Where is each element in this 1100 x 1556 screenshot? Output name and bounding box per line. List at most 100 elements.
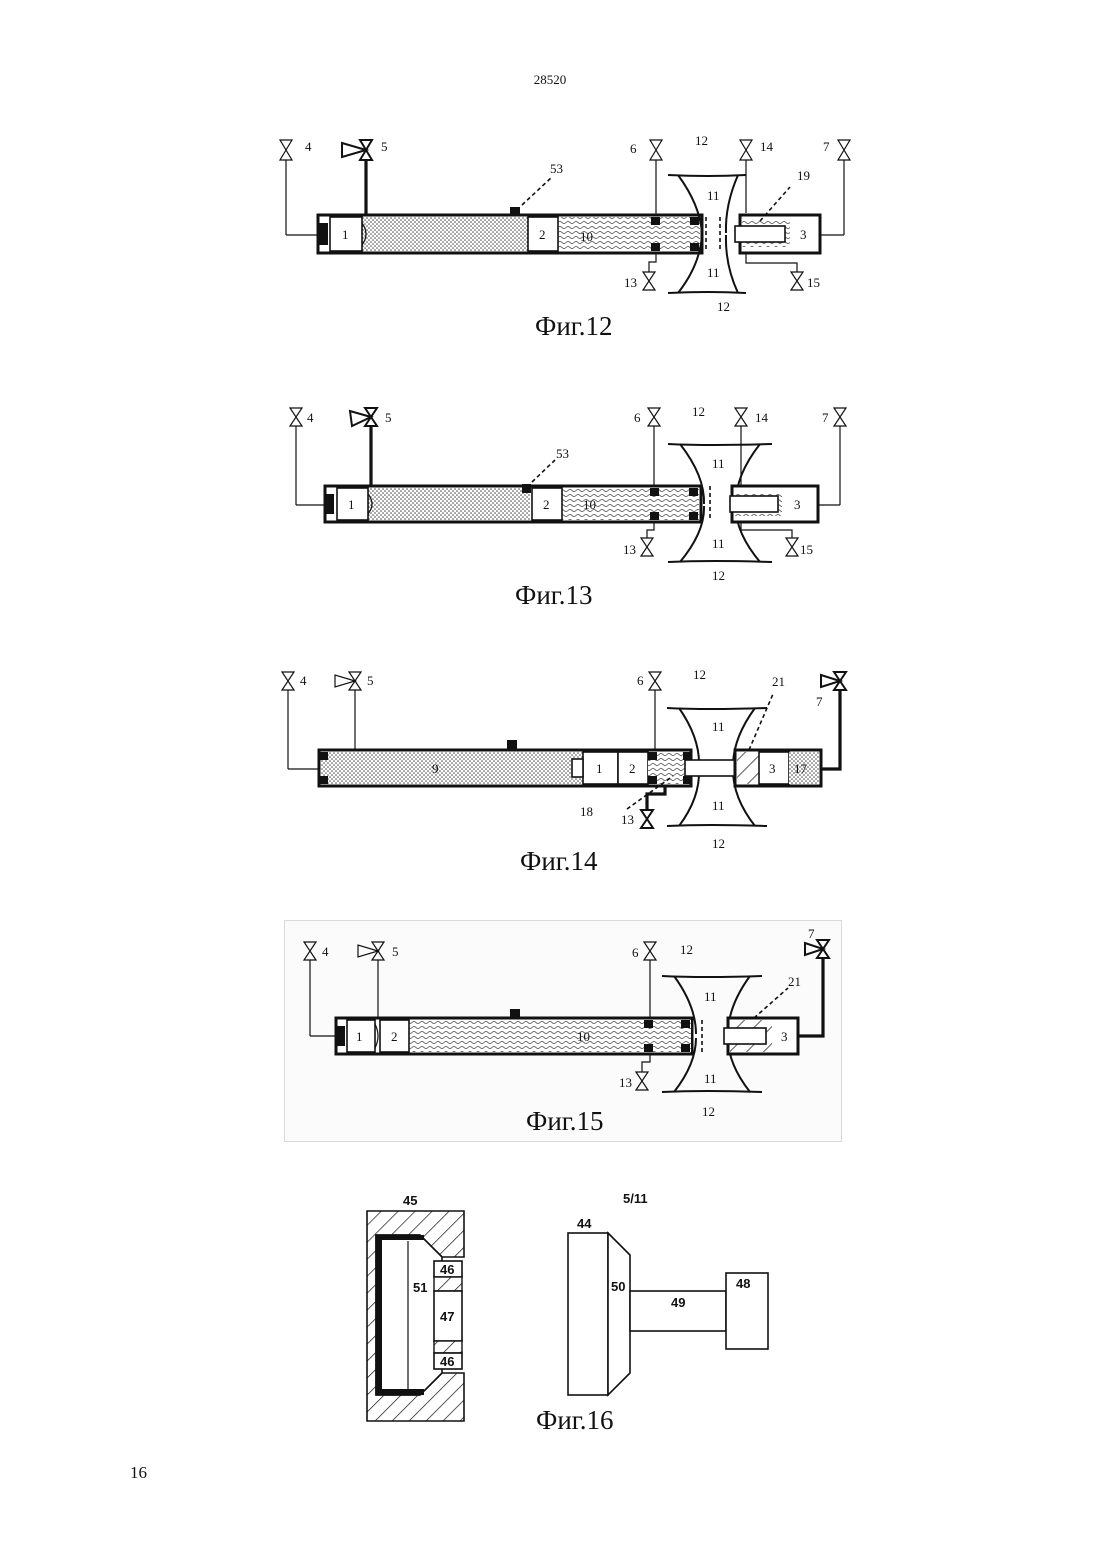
- seal-block: [689, 488, 698, 496]
- label-11-top: 11: [712, 456, 725, 471]
- valve-7-icon: [820, 140, 850, 235]
- valve-13-icon: [641, 786, 665, 828]
- caption-fig13: Фиг.13: [515, 580, 593, 610]
- label-12-bottom: 12: [702, 1104, 715, 1119]
- seal-block: [644, 1044, 653, 1052]
- leader-53: [522, 177, 552, 205]
- label-11-top: 11: [712, 719, 725, 734]
- label-valve-13: 13: [624, 275, 637, 290]
- seal-block: [319, 776, 328, 784]
- sensor-53: [510, 1009, 520, 1018]
- valve-5-icon: [342, 140, 372, 215]
- valve-5-icon: [335, 672, 361, 750]
- punch: [730, 496, 778, 512]
- label-valve-6: 6: [630, 141, 637, 156]
- label-45: 45: [403, 1193, 417, 1208]
- label-50: 50: [611, 1279, 625, 1294]
- valve-13-icon: [643, 253, 656, 290]
- seal-block: [650, 512, 659, 520]
- label-12-top: 12: [680, 942, 693, 957]
- label-valve-15: 15: [807, 275, 820, 290]
- label-9: 9: [432, 761, 439, 776]
- seal-block: [690, 217, 699, 225]
- label-46-bottom: 46: [440, 1354, 454, 1369]
- label-valve-13: 13: [619, 1075, 632, 1090]
- figure-13: 4 5 1 53 2 10 6 13 12 11 11 12 3: [280, 398, 870, 620]
- label-10: 10: [583, 497, 596, 512]
- label-12-bottom: 12: [717, 299, 730, 314]
- valve-5-icon: [350, 408, 377, 486]
- seal-block: [648, 752, 657, 760]
- seal-block: [650, 488, 659, 496]
- caption-fig16: Фиг.16: [536, 1405, 614, 1435]
- label-piston-2: 2: [391, 1029, 398, 1044]
- valve-6-icon: [649, 672, 661, 750]
- label-piston-2: 2: [543, 497, 550, 512]
- ring-21: [737, 752, 761, 784]
- label-valve-14: 14: [760, 139, 774, 154]
- gas-9-region: [321, 752, 583, 784]
- gas-fill-region: [362, 217, 528, 251]
- label-valve-4: 4: [300, 673, 307, 688]
- label-3: 3: [800, 227, 807, 242]
- page-number: 28520: [0, 72, 1100, 88]
- label-44: 44: [577, 1216, 592, 1231]
- label-valve-6: 6: [632, 945, 639, 960]
- gas-fill-region: [368, 488, 530, 520]
- caption-fig12: Фиг.12: [535, 311, 613, 341]
- end-plug: [325, 494, 334, 514]
- seal-block: [648, 776, 657, 784]
- seal-block: [651, 243, 660, 251]
- caption-fig15: Фиг.15: [526, 1106, 604, 1136]
- label-11-bottom: 11: [707, 265, 720, 280]
- seal-block: [651, 217, 660, 225]
- label-10: 10: [577, 1029, 590, 1044]
- valve-7-icon: [821, 672, 846, 769]
- label-49: 49: [671, 1295, 685, 1310]
- label-18: 18: [580, 804, 593, 819]
- label-17: 17: [794, 761, 808, 776]
- label-47: 47: [440, 1309, 454, 1324]
- label-piston-1: 1: [596, 761, 603, 776]
- label-11-bottom: 11: [704, 1071, 717, 1086]
- piston-1-cap: [572, 759, 583, 777]
- label-12-bottom: 12: [712, 568, 725, 583]
- label-piston-1: 1: [356, 1029, 363, 1044]
- valve-4-icon: [280, 140, 318, 235]
- label-11-top: 11: [707, 188, 720, 203]
- label-21: 21: [772, 674, 785, 689]
- label-12-top: 12: [695, 133, 708, 148]
- figure-16: 45 46 47 46 51 5/11 44 50 49 48 Фиг.16: [358, 1183, 778, 1445]
- label-53: 53: [550, 161, 563, 176]
- label-valve-15: 15: [800, 542, 813, 557]
- label-valve-5: 5: [385, 410, 392, 425]
- label-21: 21: [788, 974, 801, 989]
- label-53: 53: [556, 446, 569, 461]
- label-12-top: 12: [693, 667, 706, 682]
- label-11-top: 11: [704, 989, 717, 1004]
- label-valve-6: 6: [634, 410, 641, 425]
- label-3: 3: [769, 761, 776, 776]
- seal-block: [681, 1044, 690, 1052]
- label-3: 3: [781, 1029, 788, 1044]
- seal-block: [683, 776, 692, 784]
- label-valve-14: 14: [755, 410, 769, 425]
- punch: [724, 1028, 766, 1044]
- end-plug: [318, 223, 328, 245]
- sensor-53: [522, 484, 531, 493]
- label-valve-5: 5: [367, 673, 374, 688]
- footer-page-number: 16: [130, 1463, 147, 1483]
- seal-block: [644, 1020, 653, 1028]
- label-valve-7: 7: [822, 410, 829, 425]
- label-valve-13: 13: [623, 542, 636, 557]
- valve-6-icon: [648, 408, 660, 486]
- sheet-number: 5/11: [623, 1191, 648, 1206]
- seal-block: [690, 243, 699, 251]
- label-piston-2: 2: [629, 761, 636, 776]
- label-valve-6: 6: [637, 673, 644, 688]
- label-piston-1: 1: [342, 227, 349, 242]
- figure-14: 4 5 9 1 2 18 6 13 12 11 11 12 3: [275, 662, 865, 884]
- sensor-53: [507, 740, 517, 749]
- label-11-bottom: 11: [712, 798, 725, 813]
- label-valve-7: 7: [816, 694, 823, 709]
